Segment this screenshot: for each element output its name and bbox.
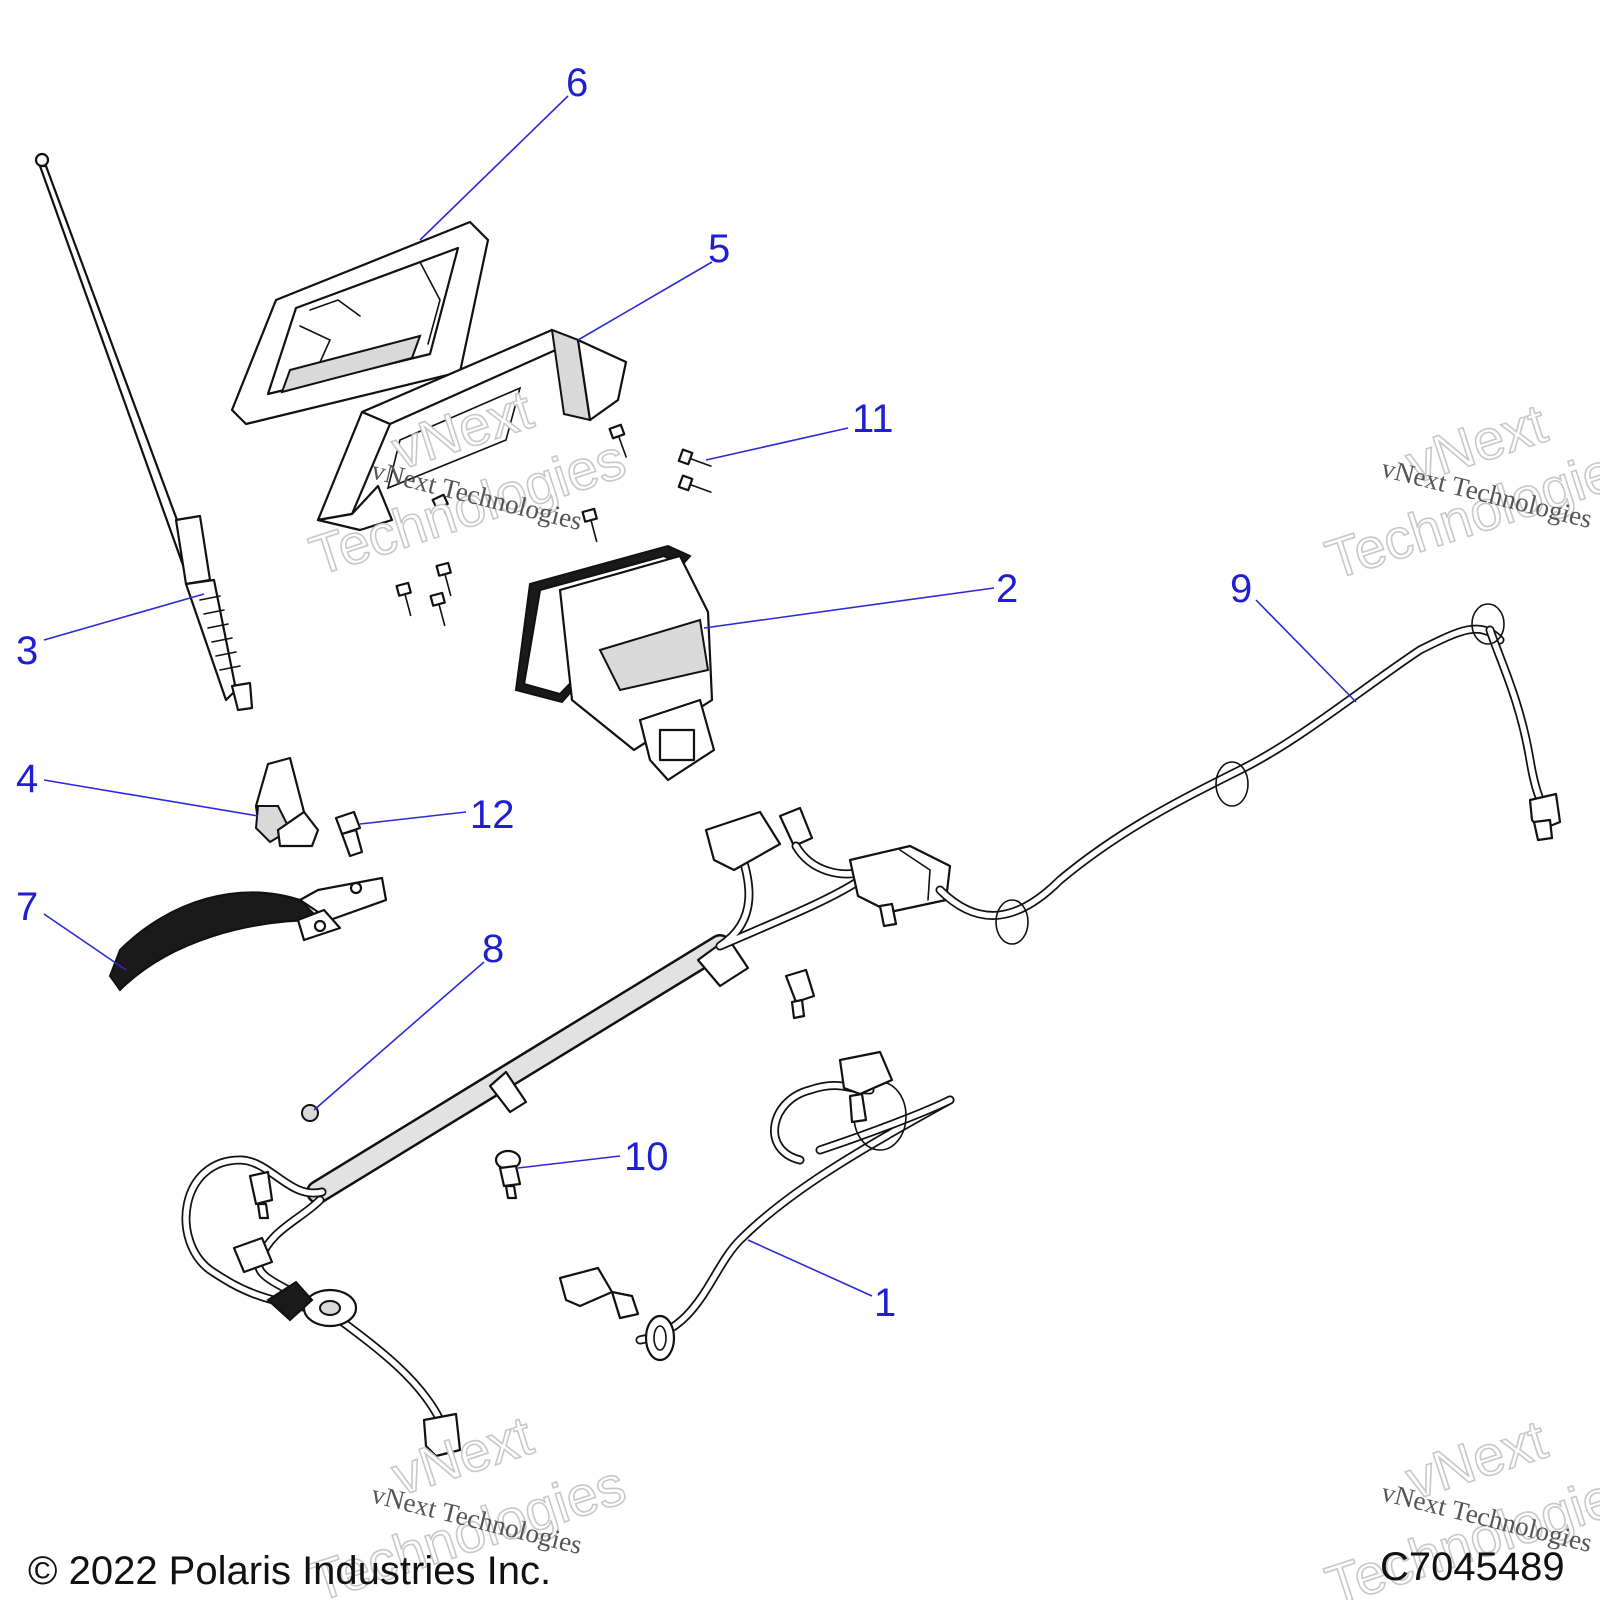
leader-2 — [703, 587, 995, 629]
callout-labels: 1 2 3 4 5 6 7 8 9 10 11 12 — [16, 61, 1252, 1325]
watermarks: vNext Technologies vNext Technologies vN… — [301, 376, 1600, 1600]
antenna-part — [34, 152, 254, 712]
leader-8 — [313, 961, 485, 1111]
clip-part — [494, 1149, 522, 1200]
callout-8: 8 — [482, 927, 504, 971]
nut-part — [301, 1104, 319, 1122]
leader-3 — [43, 593, 205, 641]
callout-9: 9 — [1230, 567, 1252, 611]
callout-11: 11 — [852, 397, 894, 441]
callout-3: 3 — [16, 629, 38, 673]
callout-2: 2 — [996, 567, 1018, 611]
leader-12 — [359, 811, 467, 825]
leader-4 — [43, 779, 259, 817]
callout-6: 6 — [566, 61, 588, 105]
main-harness-part — [181, 806, 952, 1458]
leader-lines — [43, 95, 1357, 1297]
extension-harness-part — [935, 603, 1562, 945]
leader-9 — [1255, 599, 1357, 703]
callout-4: 4 — [16, 757, 38, 801]
leader-10 — [517, 1155, 621, 1169]
leader-1 — [747, 1239, 873, 1297]
leader-11 — [705, 427, 849, 461]
bolt-part — [334, 810, 364, 858]
leader-7 — [43, 913, 127, 971]
display-bezel-part — [230, 220, 490, 426]
screws-part — [395, 423, 712, 627]
antenna-base-part — [254, 756, 320, 848]
lower-harness-part — [558, 1050, 955, 1362]
figure-code: C7045489 — [1380, 1545, 1565, 1589]
display-unit-part — [514, 544, 716, 782]
callout-12: 12 — [470, 793, 515, 837]
copyright-text: © 2022 Polaris Industries Inc. — [28, 1549, 551, 1593]
leader-6 — [419, 95, 569, 241]
leader-5 — [577, 261, 713, 341]
callout-5: 5 — [708, 227, 730, 271]
callout-7: 7 — [16, 885, 38, 929]
ground-strap-part — [108, 876, 388, 992]
callout-10: 10 — [624, 1135, 669, 1179]
callout-1: 1 — [874, 1281, 896, 1325]
